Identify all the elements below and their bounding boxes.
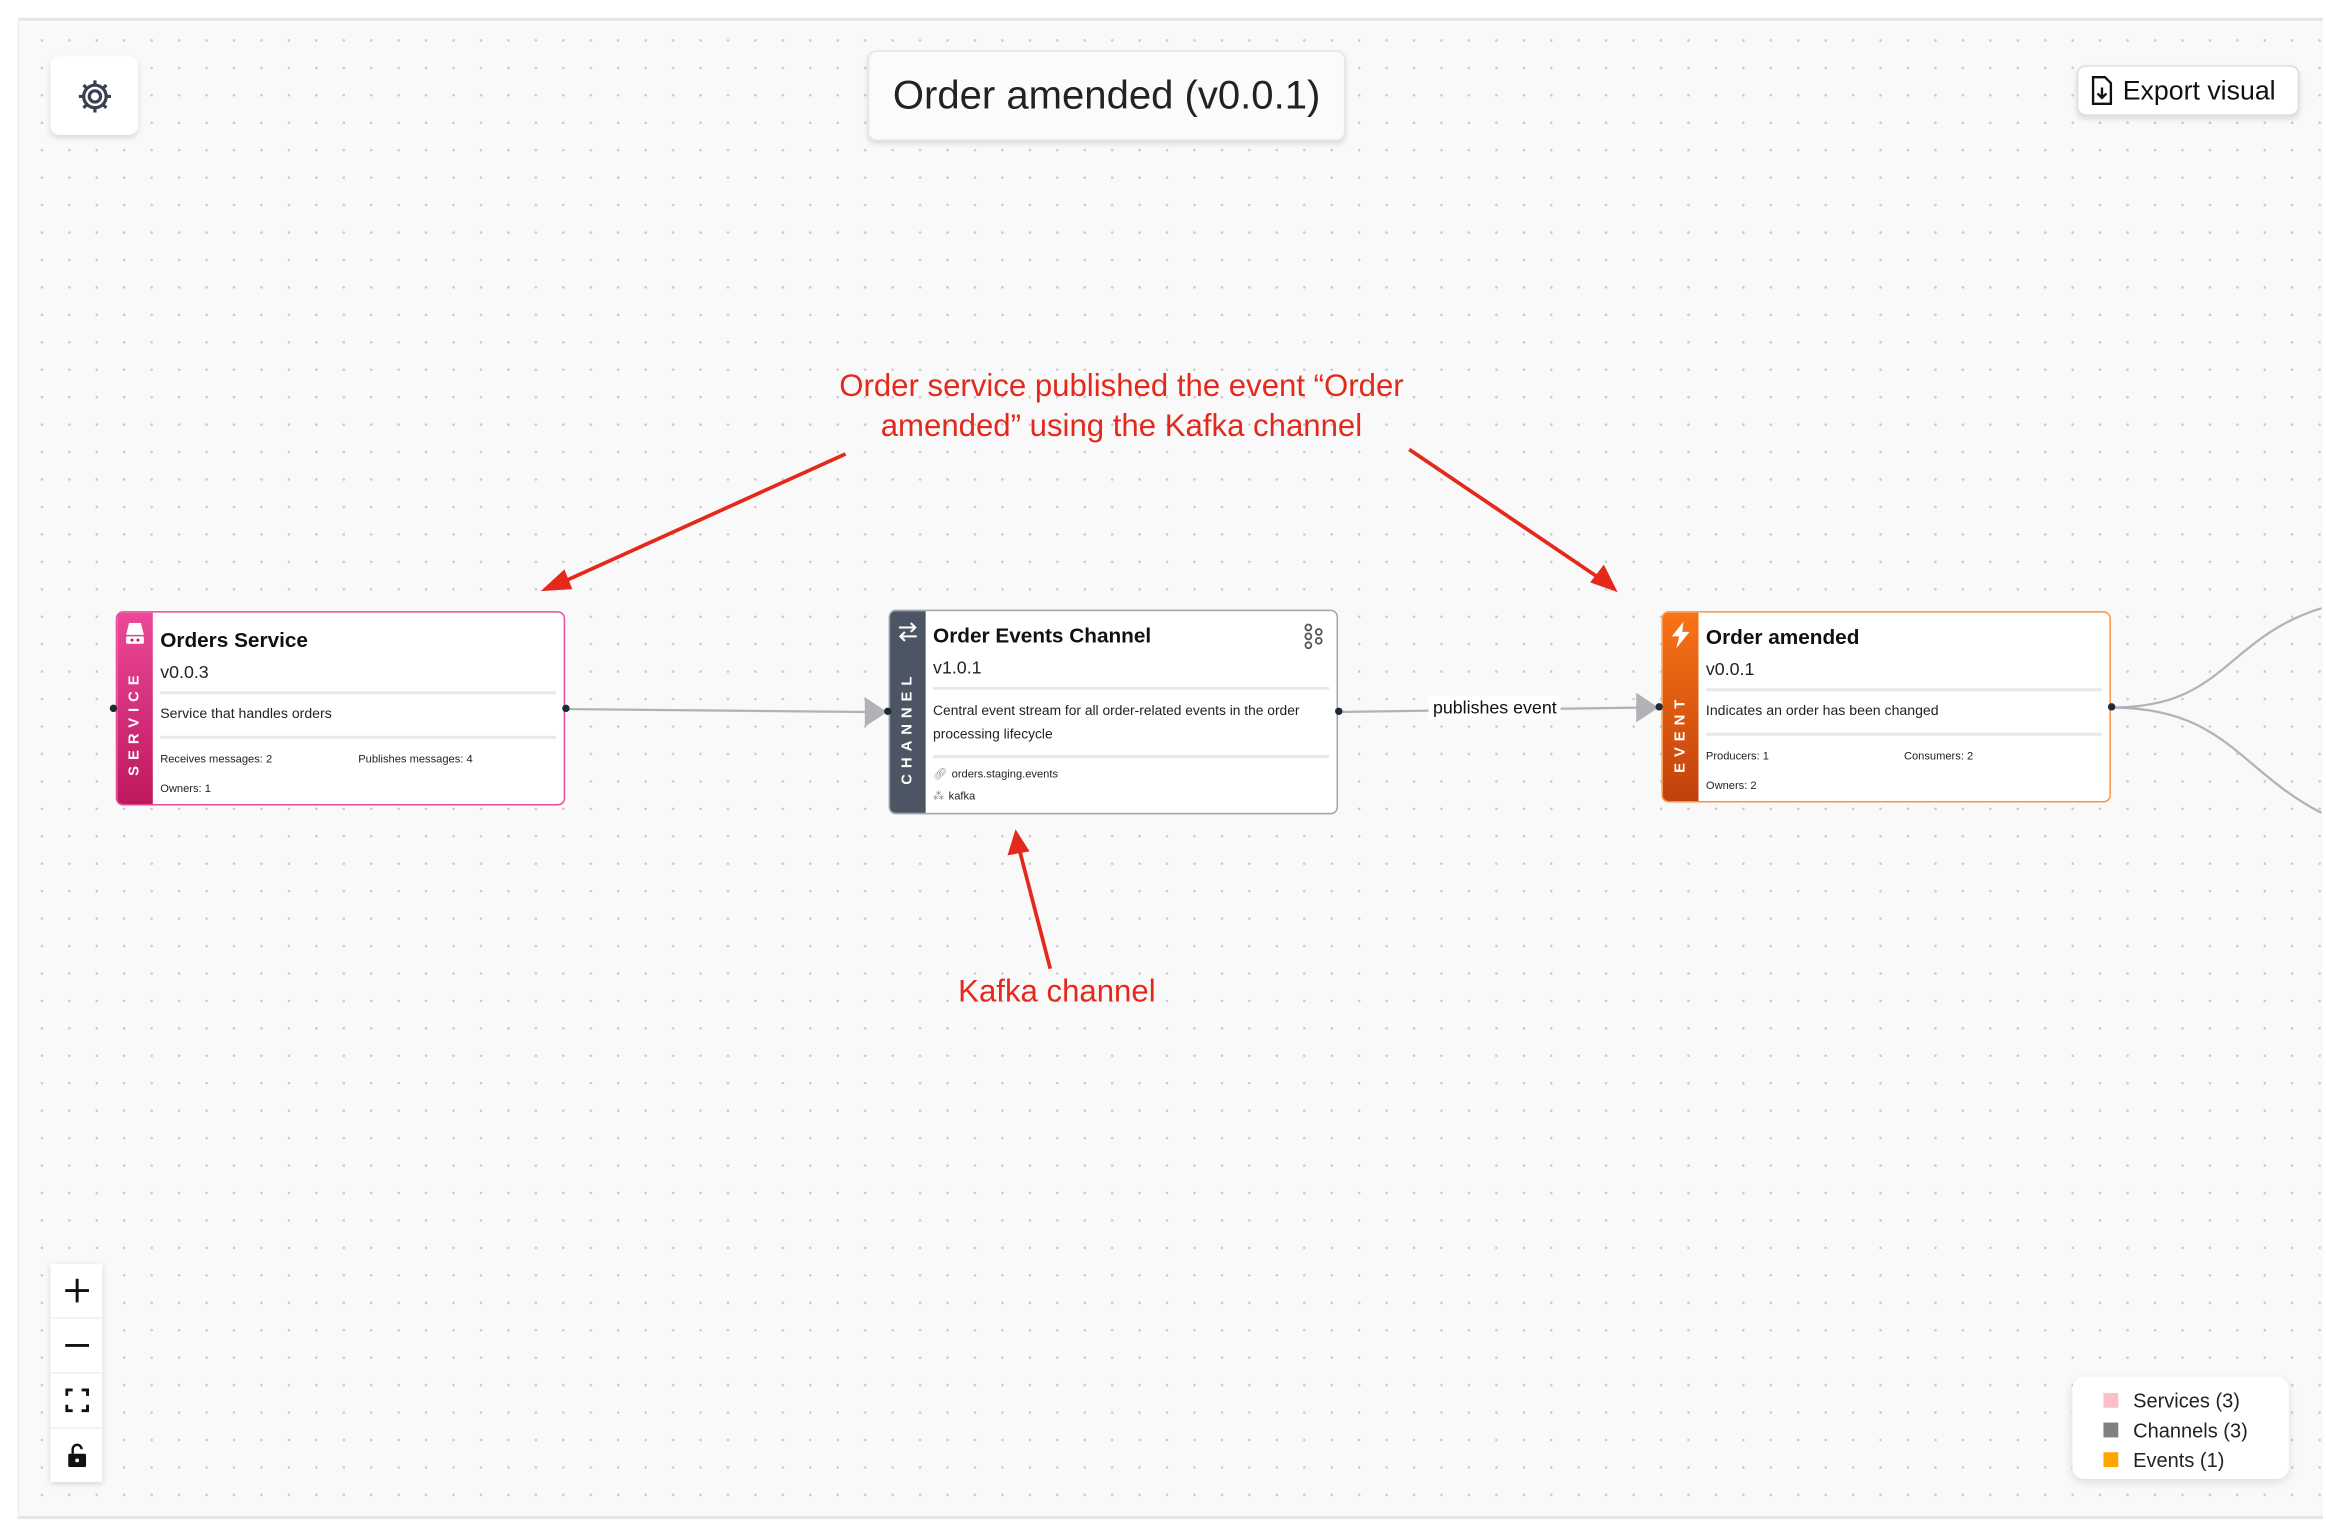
zoom-controls [50, 1263, 103, 1482]
edge-event-to-consumer-2 [2112, 706, 2323, 814]
legend-label: Services (3) [2133, 1389, 2240, 1412]
legend-swatch [2103, 1392, 2119, 1408]
node-type-bar: SERVICE [117, 612, 153, 805]
handle-out[interactable] [1335, 707, 1343, 715]
handle-in[interactable] [109, 704, 118, 713]
consumers-count: Consumers: 2 [1903, 749, 1974, 763]
channel-protocol: ⁂kafka [933, 789, 1329, 802]
annotation-arrow [1017, 848, 1053, 970]
handle-in[interactable] [884, 707, 892, 715]
node-type-bar: CHANNEL [890, 611, 926, 813]
node-type-label: EVENT [1672, 693, 1689, 773]
plus-icon [64, 1278, 89, 1303]
export-visual-button[interactable]: Export visual [2076, 65, 2300, 116]
receives-count: Receives messages: 2 [160, 752, 273, 766]
channel-protocol-value: kafka [948, 789, 976, 803]
annotation-kafka: Kafka channel [958, 974, 1156, 1009]
legend-item-services: Services (3) [2103, 1385, 2288, 1415]
file-download-icon [2091, 75, 2113, 106]
arrowhead-icon [1007, 829, 1030, 856]
publishes-count: Publishes messages: 4 [358, 752, 473, 766]
legend-item-events: Events (1) [2103, 1445, 2288, 1475]
legend-label: Channels (3) [2133, 1418, 2248, 1442]
node-description: Central event stream for all order-relat… [933, 690, 1330, 759]
minus-icon [64, 1343, 89, 1347]
edge-service-to-channel [566, 707, 868, 714]
edge-event-to-consumer-1 [2112, 607, 2322, 709]
handle-out[interactable] [2107, 703, 2116, 711]
zoom-out-button[interactable] [50, 1319, 103, 1374]
link-icon: 🔗︎ [933, 766, 948, 781]
legend-label: Events (1) [2133, 1448, 2225, 1471]
node-description: Indicates an order has been changed [1705, 691, 2102, 736]
export-visual-label: Export visual [2122, 74, 2276, 105]
node-order-amended-event[interactable]: EVENT Order amended v0.0.1 Indicates an … [1661, 611, 2111, 803]
node-order-events-channel[interactable]: CHANNEL Order Events Channel v1.0.1 Cent… [888, 609, 1339, 815]
edge-label: publishes event [1428, 695, 1562, 720]
handle-in[interactable] [1655, 703, 1663, 711]
annotation-publish: Order service published the event “Order… [771, 366, 1471, 446]
page-title: Order amended (v0.0.1) [867, 50, 1346, 141]
node-type-label: SERVICE [126, 669, 144, 776]
node-title: Orders Service [160, 627, 308, 652]
fit-view-button[interactable] [50, 1374, 103, 1429]
node-version: v0.0.1 [1705, 659, 2102, 692]
bolt-icon [1671, 621, 1690, 649]
legend-swatch [2103, 1452, 2119, 1468]
annotation-line: amended” using the Kafka channel [880, 409, 1363, 444]
node-title: Order amended [1705, 624, 1860, 649]
node-type-label: CHANNEL [899, 670, 916, 785]
arrowhead-icon [540, 569, 573, 592]
annotation-line: Order service published the event “Order [839, 369, 1404, 404]
kafka-icon [1304, 623, 1323, 650]
edge-arrow-icon [864, 697, 888, 727]
fit-view-icon [64, 1388, 89, 1413]
node-type-bar: EVENT [1662, 612, 1699, 802]
server-icon [126, 623, 144, 644]
legend-swatch [2103, 1422, 2119, 1438]
node-description: Service that handles orders [160, 694, 557, 739]
kafka-icon: ⁂ [933, 789, 945, 803]
channel-address: 🔗︎orders.staging.events [933, 767, 1329, 780]
lock-toggle-button[interactable] [50, 1429, 102, 1482]
handle-out[interactable] [562, 704, 570, 713]
owners-count: Owners: 2 [1705, 778, 1757, 793]
edge-arrow-icon [1636, 692, 1659, 723]
gear-icon [78, 79, 111, 112]
node-orders-service[interactable]: SERVICE Orders Service v0.0.3 Service th… [115, 611, 566, 806]
node-title: Order Events Channel [933, 623, 1152, 647]
legend: Services (3) Channels (3) Events (1) [2072, 1376, 2289, 1479]
lock-icon [67, 1443, 86, 1468]
node-version: v0.0.3 [160, 662, 557, 695]
legend-item-channels: Channels (3) [2103, 1415, 2288, 1445]
annotation-arrow [1408, 447, 1604, 582]
annotation-arrow [559, 452, 847, 585]
settings-button[interactable] [50, 56, 138, 135]
zoom-in-button[interactable] [50, 1264, 103, 1319]
arrows-left-right-icon [898, 622, 917, 642]
arrowhead-icon [1590, 564, 1618, 593]
channel-address-value: orders.staging.events [951, 766, 1059, 781]
owners-count: Owners: 1 [160, 781, 211, 796]
producers-count: Producers: 1 [1705, 749, 1770, 763]
node-version: v1.0.1 [933, 657, 1330, 690]
